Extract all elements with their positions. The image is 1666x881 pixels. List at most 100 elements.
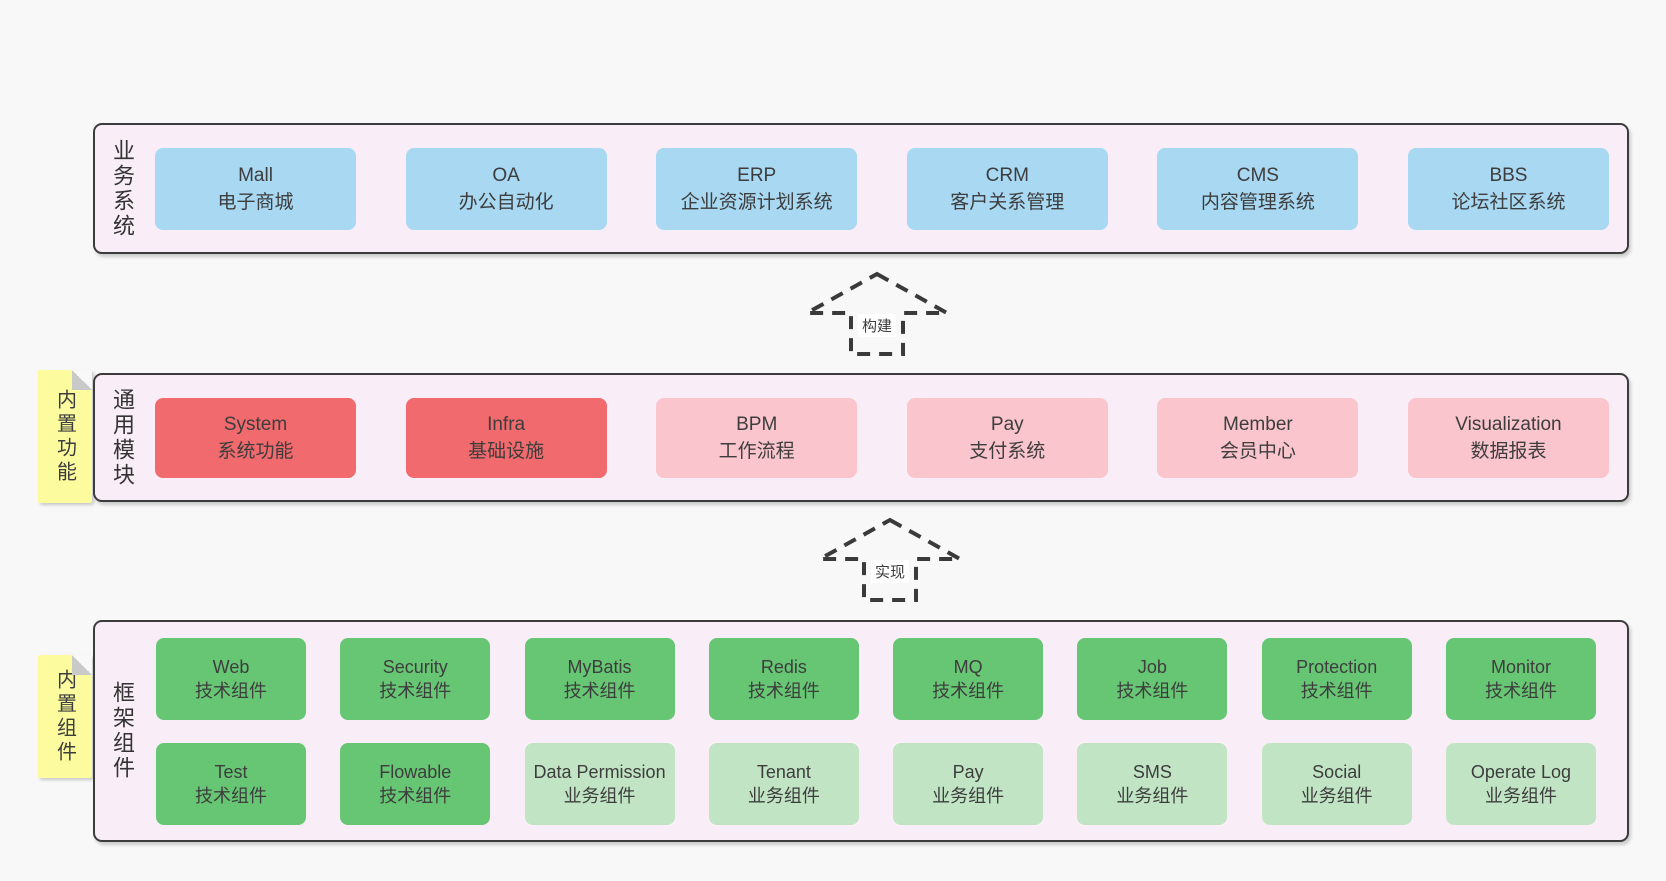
box-operate-log: Operate Log 业务组件 xyxy=(1445,742,1596,825)
box-subtitle: 业务组件 xyxy=(932,785,1005,806)
box-subtitle: 技术组件 xyxy=(195,785,267,806)
up-arrow-icon xyxy=(812,517,968,602)
box-title: Flowable xyxy=(379,761,452,782)
sticky-note-builtin-features: 内置功能 xyxy=(38,370,92,503)
box-title: CMS xyxy=(1236,164,1279,186)
box-system: System 系统功能 xyxy=(155,397,356,478)
box-title: BPM xyxy=(736,413,778,435)
box-subtitle: 技术组件 xyxy=(932,680,1005,701)
implement-arrow: 实现 xyxy=(812,514,968,604)
box-title: Redis xyxy=(760,656,807,677)
box-redis: Redis 技术组件 xyxy=(708,637,859,720)
box-subtitle: 业务组件 xyxy=(1484,785,1557,806)
box-title: BBS xyxy=(1489,164,1528,186)
box-subtitle: 企业资源计划系统 xyxy=(680,191,833,213)
box-mq: MQ 技术组件 xyxy=(893,637,1044,720)
business-system-boxes: Mall 电子商城 OA 办公自动化 ERP 企业资源计划系统 CRM 客户关系管理 CMS 内容… xyxy=(155,125,1609,252)
box-bpm: BPM 工作流程 xyxy=(656,397,858,478)
box-oa: OA 办公自动化 xyxy=(405,147,607,230)
box-subtitle: 技术组件 xyxy=(1484,680,1557,701)
box-title: ERP xyxy=(737,164,777,186)
box-job: Job 技术组件 xyxy=(1077,637,1228,720)
box-mall: Mall 电子商城 xyxy=(155,147,356,230)
box-subtitle: 系统功能 xyxy=(217,440,294,462)
box-title: SMS xyxy=(1132,761,1172,782)
up-arrow-icon xyxy=(799,271,955,356)
folded-corner-icon xyxy=(72,370,92,390)
box-subtitle: 业务组件 xyxy=(1116,785,1189,806)
box-title: Mall xyxy=(238,164,273,186)
sticky-note-builtin-components: 内置组件 xyxy=(38,655,92,778)
box-subtitle: 内容管理系统 xyxy=(1200,191,1315,213)
build-arrow-label: 构建 xyxy=(857,314,897,337)
box-bbs: BBS 论坛社区系统 xyxy=(1407,147,1609,230)
box-cms: CMS 内容管理系统 xyxy=(1157,147,1359,230)
box-title: OA xyxy=(492,164,520,186)
box-subtitle: 技术组件 xyxy=(1300,680,1373,701)
sticky-note-label: 内置功能 xyxy=(53,388,76,485)
band-label-common-modules: 通用模块 xyxy=(110,387,135,488)
box-subtitle: 客户关系管理 xyxy=(950,191,1065,213)
box-protection: Protection 技术组件 xyxy=(1261,637,1412,720)
band-label-business-systems: 业务系统 xyxy=(110,138,135,239)
box-subtitle: 业务组件 xyxy=(563,785,636,806)
box-subtitle: 数据报表 xyxy=(1470,440,1547,462)
box-subtitle: 技术组件 xyxy=(379,680,452,701)
box-title: MyBatis xyxy=(567,656,632,677)
box-monitor: Monitor 技术组件 xyxy=(1445,637,1596,720)
box-security: Security 技术组件 xyxy=(340,637,491,720)
box-title: Security xyxy=(382,656,448,677)
box-pay: Pay 支付系统 xyxy=(906,397,1108,478)
box-subtitle: 论坛社区系统 xyxy=(1451,191,1566,213)
box-subtitle: 技术组件 xyxy=(563,680,636,701)
box-title: Protection xyxy=(1296,656,1378,677)
box-title: Data Permission xyxy=(533,761,666,782)
box-subtitle: 技术组件 xyxy=(379,785,452,806)
sticky-note-label: 内置组件 xyxy=(53,668,76,765)
box-title: Infra xyxy=(487,413,526,435)
box-subtitle: 办公自动化 xyxy=(458,191,554,213)
box-tenant: Tenant 业务组件 xyxy=(708,742,859,825)
box-erp: ERP 企业资源计划系统 xyxy=(656,147,858,230)
box-title: Social xyxy=(1312,761,1362,782)
box-subtitle: 会员中心 xyxy=(1219,440,1296,462)
box-title: System xyxy=(223,413,288,435)
box-title: Tenant xyxy=(756,761,811,782)
box-social: Social 业务组件 xyxy=(1261,742,1412,825)
box-title: Job xyxy=(1137,656,1167,677)
box-title: Monitor xyxy=(1490,656,1551,677)
box-title: Visualization xyxy=(1455,413,1562,435)
box-subtitle: 支付系统 xyxy=(969,440,1046,462)
box-title: Pay xyxy=(990,413,1024,435)
box-subtitle: 技术组件 xyxy=(747,680,820,701)
box-subtitle: 业务组件 xyxy=(1300,785,1373,806)
box-subtitle: 电子商城 xyxy=(217,191,294,213)
box-title: CRM xyxy=(985,164,1029,186)
box-member: Member 会员中心 xyxy=(1157,397,1359,478)
box-subtitle: 工作流程 xyxy=(718,440,795,462)
box-data-permission: Data Permission 业务组件 xyxy=(524,742,675,825)
box-title: Web xyxy=(212,656,250,677)
box-title: Member xyxy=(1223,413,1293,435)
band-business-systems: 业务系统 Mall 电子商城 OA 办公自动化 ERP 企业资源计划系统 CRM 客户关系管理… xyxy=(93,123,1629,254)
implement-arrow-label: 实现 xyxy=(870,560,910,583)
box-title: Operate Log xyxy=(1470,761,1571,782)
box-pay: Pay 业务组件 xyxy=(893,742,1044,825)
box-crm: CRM 客户关系管理 xyxy=(906,147,1108,230)
box-title: MQ xyxy=(953,656,983,677)
box-visualization: Visualization 数据报表 xyxy=(1407,397,1609,478)
box-title: Pay xyxy=(952,761,984,782)
box-sms: SMS 业务组件 xyxy=(1077,742,1228,825)
box-subtitle: 业务组件 xyxy=(747,785,820,806)
box-subtitle: 技术组件 xyxy=(1116,680,1189,701)
